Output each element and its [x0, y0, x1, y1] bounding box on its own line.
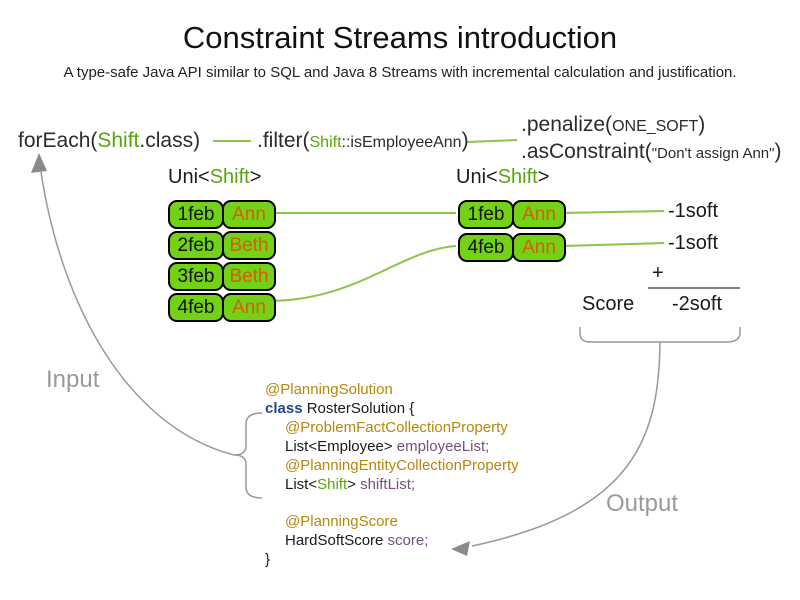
type-suffix: > — [249, 166, 262, 188]
shift-date-cell: 3feb — [168, 262, 224, 291]
shift-date-cell: 4feb — [168, 293, 224, 322]
code-blank-line — [265, 494, 519, 512]
connector-penalty-2 — [561, 242, 665, 247]
sum-plus-sign: + — [652, 262, 664, 284]
annotation-planning-solution: @PlanningSolution — [265, 381, 393, 398]
type-suffix: > — [537, 166, 550, 188]
table-row: 2feb Beth — [168, 231, 276, 260]
input-stream-table: 1feb Ann 2feb Beth 3feb Beth 4feb Ann — [168, 200, 276, 324]
connector-row-4feb — [271, 245, 457, 302]
filtered-stream-table: 1feb Ann 4feb Ann — [458, 200, 566, 266]
shift-type-suffix: > — [347, 476, 361, 493]
filter-expression: .filter(Shift::isEmployeeAnn) — [257, 129, 469, 153]
penalize-expression: .penalize(ONE_SOFT) — [521, 113, 705, 137]
input-label: Input — [46, 366, 100, 393]
shift-employee-cell: Ann — [222, 200, 276, 229]
class-declaration: class RosterSolution { — [265, 399, 519, 418]
shift-employee-cell: Beth — [222, 231, 276, 260]
page-subtitle: A type-safe Java API similar to SQL and … — [63, 64, 737, 81]
type-name: Shift — [497, 166, 538, 188]
shift-type-prefix: List< — [285, 476, 318, 493]
penalize-arg: ONE_SOFT — [612, 118, 699, 135]
filter-prefix: .filter( — [257, 129, 310, 152]
type-prefix: Uni< — [168, 166, 210, 188]
shift-date-cell: 4feb — [458, 233, 514, 262]
foreach-prefix: forEach( — [18, 129, 98, 152]
employee-field: employeeList; — [396, 438, 490, 455]
page-title: Constraint Streams introduction — [182, 20, 618, 55]
penalty-value: -1soft — [668, 232, 719, 254]
connector-penalty-1 — [561, 210, 665, 214]
shift-list-field: List<Shift> shiftList; — [285, 475, 519, 494]
shift-employee-cell: Ann — [512, 200, 566, 229]
shift-date-cell: 2feb — [168, 231, 224, 260]
penalize-suffix: ) — [698, 113, 706, 136]
input-arrow — [40, 171, 235, 456]
score-total: -2soft — [672, 293, 723, 315]
table-row: 3feb Beth — [168, 262, 276, 291]
class-keyword: class — [265, 400, 303, 417]
annotation-problem-fact: @ProblemFactCollectionProperty — [285, 419, 508, 436]
annotation-planning-entity: @PlanningEntityCollectionProperty — [285, 457, 519, 474]
shift-employee-cell: Ann — [222, 293, 276, 322]
table-row: 4feb Ann — [168, 293, 276, 322]
score-underbrace — [579, 327, 741, 343]
score-type: HardSoftScore — [285, 532, 388, 549]
foreach-suffix: .class) — [139, 129, 201, 152]
output-label: Output — [606, 490, 679, 517]
foreach-expression: forEach(Shift.class) — [18, 129, 200, 153]
employee-type: List<Employee> — [285, 438, 397, 455]
connector-filter-penalize — [466, 139, 518, 143]
employee-list-field: List<Employee> employeeList; — [285, 437, 519, 456]
shift-date-cell: 1feb — [168, 200, 224, 229]
shift-employee-cell: Beth — [222, 262, 276, 291]
annotation-planning-score: @PlanningScore — [285, 513, 398, 530]
shift-employee-cell: Ann — [512, 233, 566, 262]
filter-suffix: ) — [461, 129, 469, 152]
filtered-stream-type: Uni<Shift> — [456, 166, 549, 189]
filter-arg-rest: ::isEmployeeAnn — [341, 134, 462, 151]
asconstraint-expression: .asConstraint("Don't assign Ann") — [521, 140, 781, 164]
asconstraint-suffix: ) — [774, 140, 782, 163]
score-label: Score — [582, 293, 635, 315]
filter-arg-class: Shift — [309, 134, 342, 151]
table-row: 1feb Ann — [168, 200, 276, 229]
shift-date-cell: 1feb — [458, 200, 514, 229]
type-prefix: Uni< — [456, 166, 498, 188]
table-row: 1feb Ann — [458, 200, 566, 229]
input-stream-type: Uni<Shift> — [168, 166, 261, 189]
table-row: 4feb Ann — [458, 233, 566, 262]
output-arrowhead-icon — [451, 541, 470, 556]
asconstraint-arg: "Don't assign Ann" — [651, 145, 775, 162]
class-name: RosterSolution { — [302, 400, 415, 417]
foreach-class: Shift — [97, 129, 140, 152]
penalize-prefix: .penalize( — [521, 113, 613, 136]
asconstraint-prefix: .asConstraint( — [521, 140, 652, 163]
closing-brace: } — [265, 551, 271, 568]
shift-field: shiftList; — [360, 476, 416, 493]
code-block: @PlanningSolution class RosterSolution {… — [265, 380, 519, 569]
output-arrow — [471, 341, 661, 547]
score-field: score; — [387, 532, 429, 549]
shift-type-name: Shift — [317, 476, 348, 493]
penalty-value: -1soft — [668, 200, 719, 222]
input-arrowhead-icon — [31, 153, 47, 173]
score-field-line: HardSoftScore score; — [285, 531, 519, 550]
code-brace — [233, 412, 263, 499]
type-name: Shift — [209, 166, 250, 188]
